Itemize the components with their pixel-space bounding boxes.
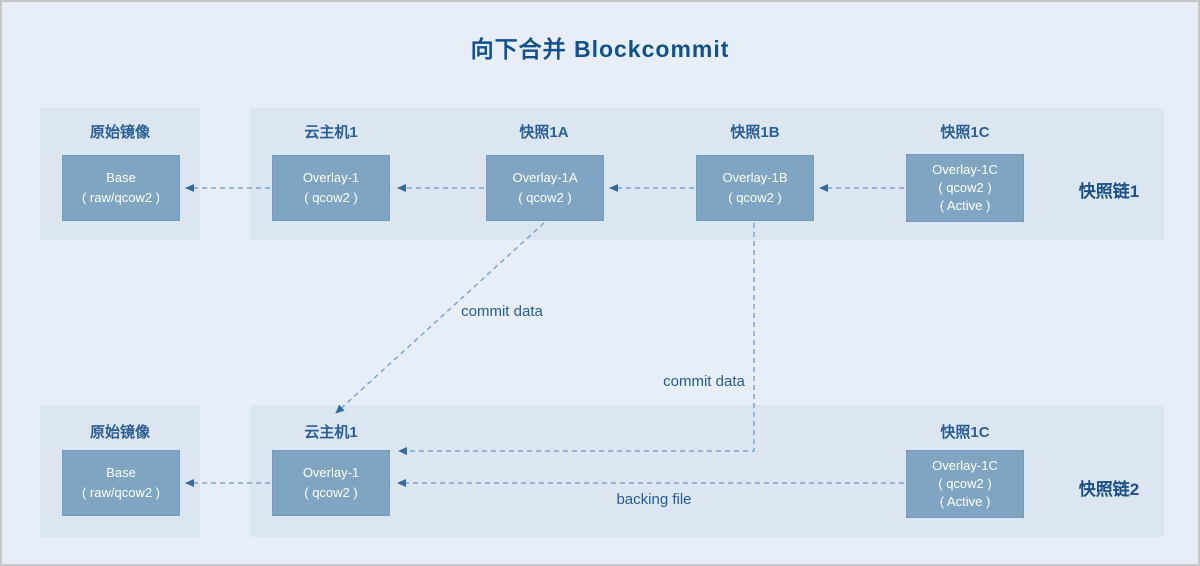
node-overlay-1c-chain1: Overlay-1C ( qcow2 ) ( Active ) — [906, 154, 1024, 222]
node-line: ( qcow2 ) — [728, 190, 782, 205]
node-line: Base — [106, 170, 136, 185]
label-cloud-host-chain2: 云主机1 — [304, 424, 358, 441]
node-line: ( qcow2 ) — [518, 190, 572, 205]
node-line: ( qcow2 ) — [938, 476, 992, 491]
node-overlay-1-chain2: Overlay-1 ( qcow2 ) — [272, 450, 390, 516]
diagram-title: 向下合并 Blockcommit — [470, 36, 730, 62]
label-chain2: 快照链2 — [1078, 480, 1140, 499]
node-overlay-1-chain1: Overlay-1 ( qcow2 ) — [272, 155, 390, 221]
node-line: Overlay-1 — [302, 465, 360, 480]
annotation-commit-data-1: commit data — [461, 303, 543, 320]
label-snapshot-1a: 快照1A — [519, 124, 569, 141]
node-overlay-1c-chain2: Overlay-1C ( qcow2 ) ( Active ) — [906, 450, 1024, 518]
node-line: ( Active ) — [939, 494, 991, 509]
node-line: ( qcow2 ) — [304, 190, 358, 205]
label-snapshot-1b: 快照1B — [730, 124, 780, 141]
annotation-backing-file: backing file — [616, 491, 692, 508]
node-overlay-1b: Overlay-1B ( qcow2 ) — [696, 155, 814, 221]
label-chain1: 快照链1 — [1078, 182, 1140, 201]
label-source-image-chain1: 原始镜像 — [89, 124, 150, 141]
node-line: Overlay-1A — [512, 170, 578, 185]
label-snapshot-1c-chain1: 快照1C — [940, 124, 990, 141]
label-cloud-host-chain1: 云主机1 — [304, 124, 358, 141]
label-snapshot-1c-chain2: 快照1C — [940, 424, 990, 441]
node-base-chain1: Base ( raw/qcow2 ) — [62, 155, 180, 221]
annotation-commit-data-2: commit data — [663, 373, 745, 390]
node-line: Overlay-1 — [302, 170, 360, 185]
node-line: Overlay-1B — [722, 170, 788, 185]
node-base-chain2: Base ( raw/qcow2 ) — [62, 450, 180, 516]
node-overlay-1a: Overlay-1A ( qcow2 ) — [486, 155, 604, 221]
node-line: ( Active ) — [939, 198, 991, 213]
node-line: ( qcow2 ) — [938, 180, 992, 195]
node-line: Overlay-1C — [932, 458, 998, 473]
node-line: ( qcow2 ) — [304, 485, 358, 500]
node-line: Base — [106, 465, 136, 480]
node-line: ( raw/qcow2 ) — [81, 485, 161, 500]
label-source-image-chain2: 原始镜像 — [89, 424, 150, 441]
node-line: Overlay-1C — [932, 162, 998, 177]
node-line: ( raw/qcow2 ) — [81, 190, 161, 205]
